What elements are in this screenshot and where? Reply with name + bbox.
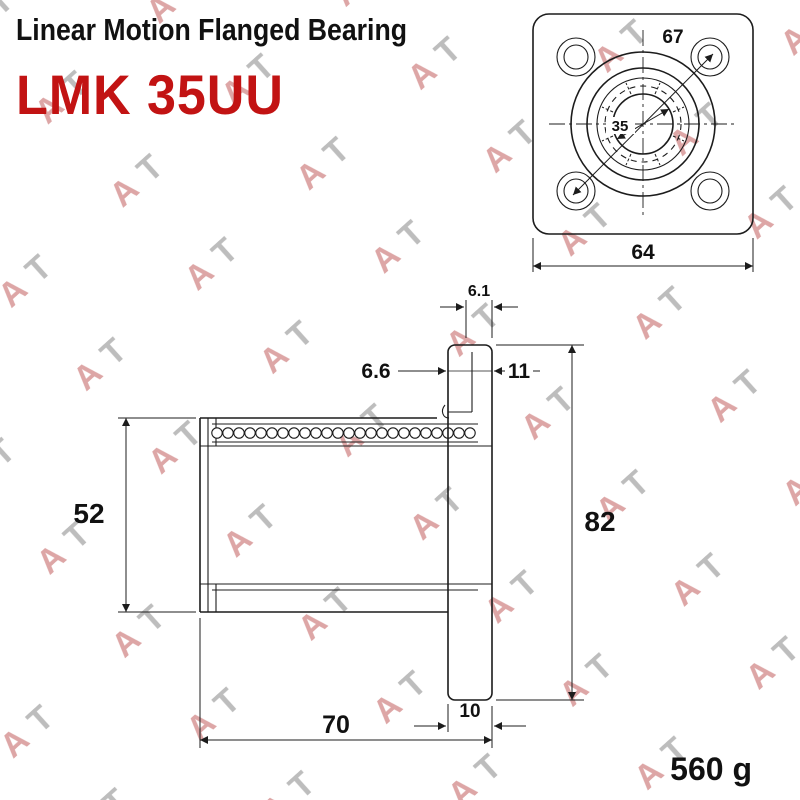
dim-bolt-circle-label: 67 xyxy=(662,27,683,48)
front-view: 67 35 64 xyxy=(532,13,754,272)
dim-bolt-circle: 67 xyxy=(572,27,714,196)
dim-body-od: 52 xyxy=(73,417,196,613)
dim-lip-width: 6.6 xyxy=(361,360,492,383)
dim-body-od-label: 52 xyxy=(73,498,104,529)
dim-flange-od-label: 82 xyxy=(584,506,615,537)
dim-pilot-offset-label: 6.1 xyxy=(468,283,490,300)
side-view-flange xyxy=(441,344,493,701)
dim-flange-thickness-label: 10 xyxy=(459,701,480,722)
header: Linear Motion Flanged Bearing LMK 35UU xyxy=(16,12,471,127)
dim-bore: 35 xyxy=(606,108,670,140)
dim-lip-width-label: 6.6 xyxy=(361,360,390,383)
weight-label: 560 g xyxy=(670,751,752,787)
dim-bore-label: 35 xyxy=(612,118,629,135)
dim-flange-total-width: 11 xyxy=(494,360,540,383)
side-view-body xyxy=(199,417,492,613)
side-view: 52 82 70 10 6.6 xyxy=(73,283,616,748)
dim-flange-od: 82 xyxy=(496,344,616,701)
dim-flange-thickness: 10 xyxy=(414,701,526,732)
product-title: Linear Motion Flanged Bearing xyxy=(16,12,408,47)
dim-total-length-label: 70 xyxy=(322,711,350,739)
dim-pilot-offset: 6.1 xyxy=(440,283,518,338)
model-number: LMK 35UU xyxy=(16,63,284,126)
dim-flange-width: 64 xyxy=(532,238,754,272)
ball-bearing-row xyxy=(211,427,476,439)
dim-flange-width-label: 64 xyxy=(631,241,655,264)
dim-flange-total-width-label: 11 xyxy=(508,360,531,383)
dim-total-length: 70 xyxy=(199,618,493,748)
